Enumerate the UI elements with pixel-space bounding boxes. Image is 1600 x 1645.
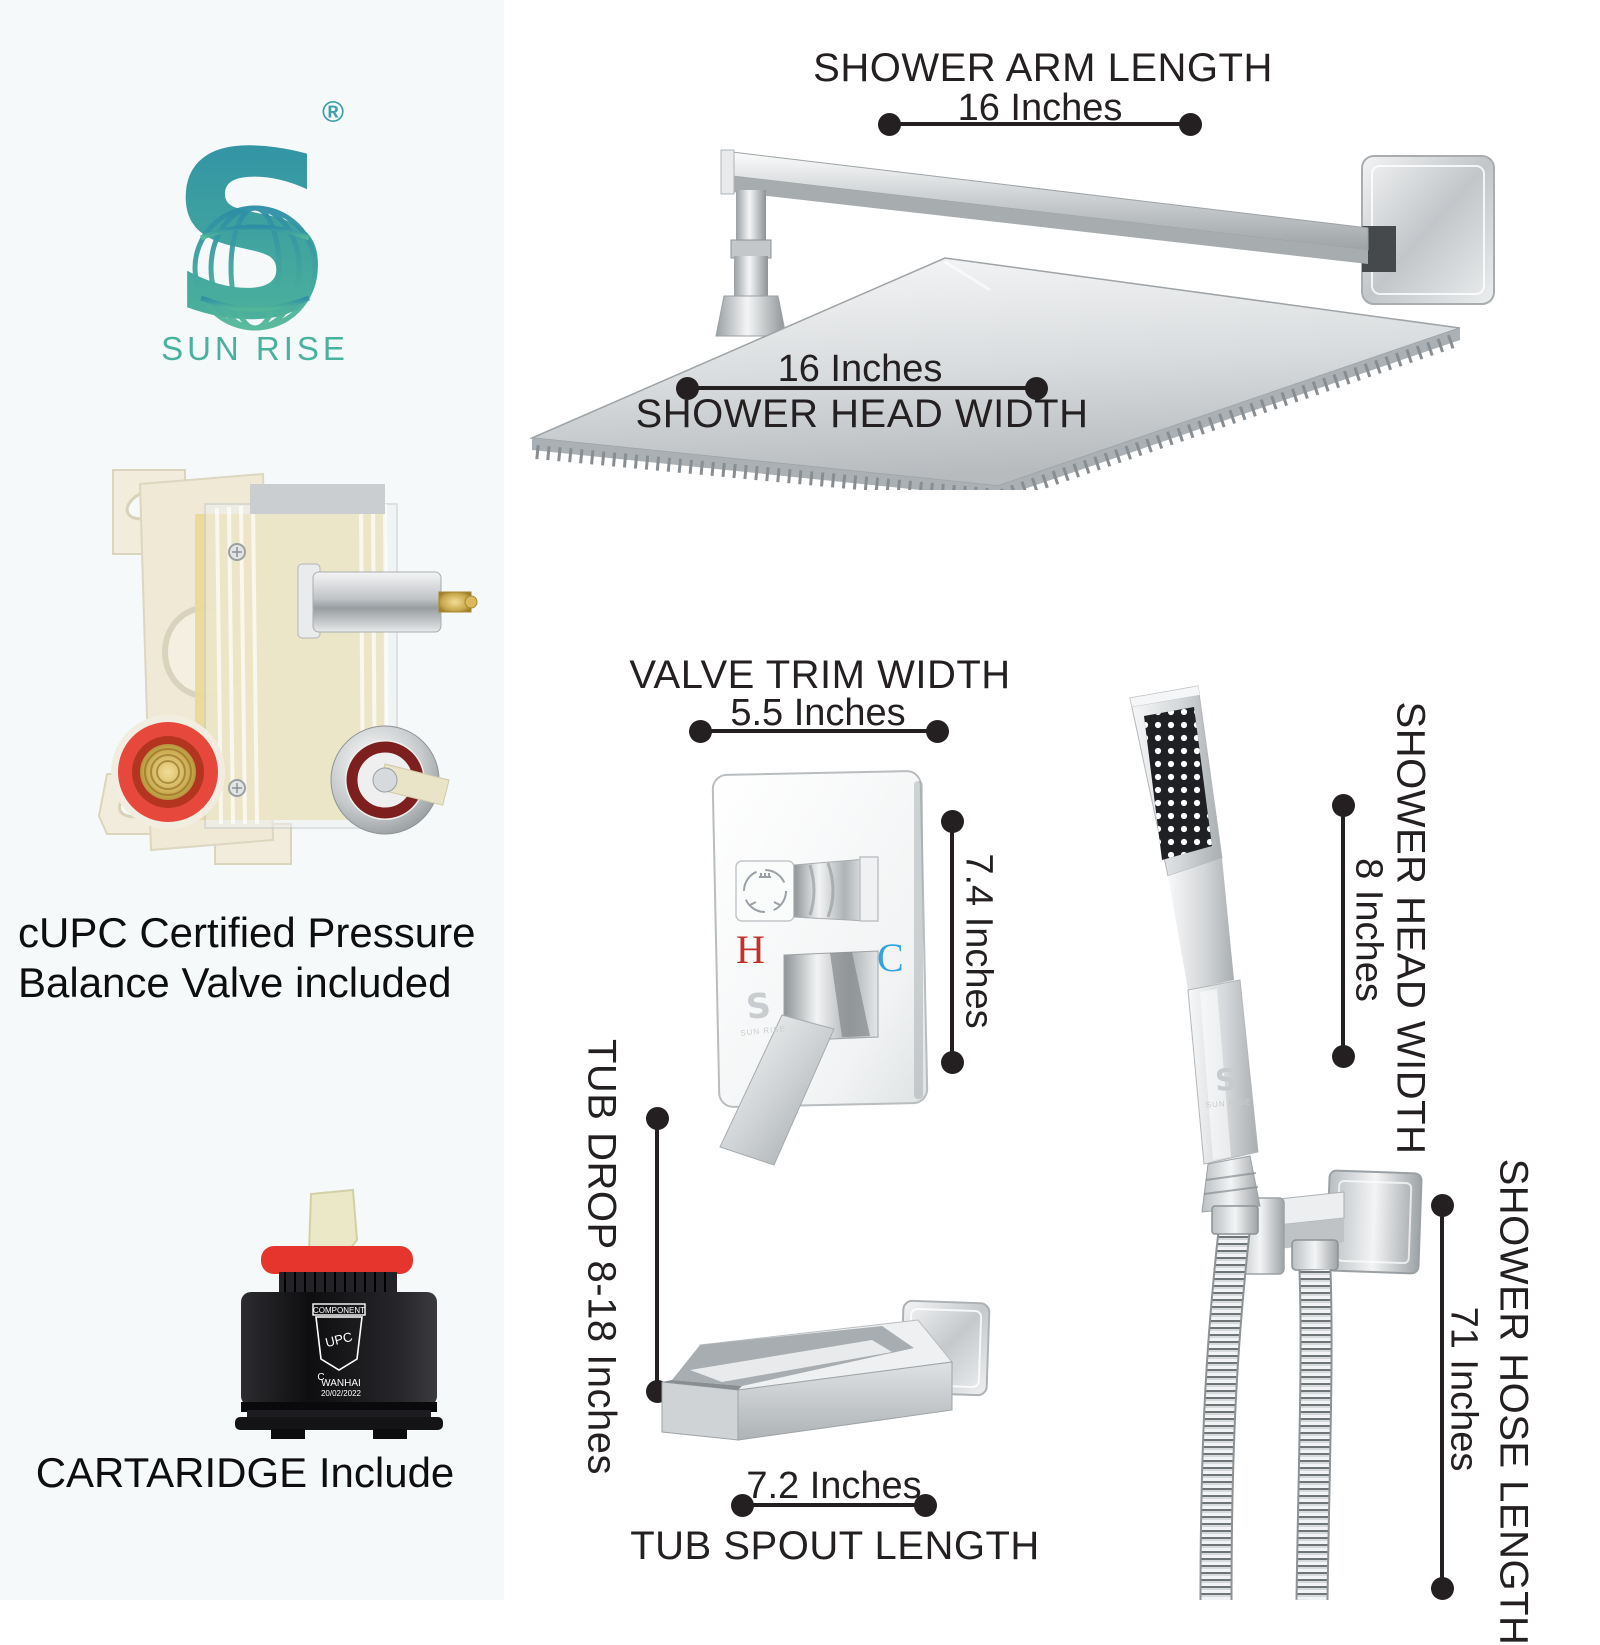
dim-valve-trim-width-title: VALVE TRIM WIDTH [629,653,1011,697]
dim-tub-drop-label: TUB DROP 8-18 Inches [579,1038,624,1476]
dim-hose-length-title: SHOWER HOSE LENGTH [1491,1158,1536,1645]
dim-line-valve-trim-height [940,810,964,1074]
svg-text:S: S [744,986,773,1028]
dim-line-valve-trim-width [689,719,949,743]
cartridge-caption: CARTARIDGE Include [35,1449,455,1496]
dim-hose-length-value: 71 Inches [1442,1306,1485,1472]
svg-text:C: C [317,1372,324,1383]
dim-line-hose-length [1430,1194,1454,1600]
dim-valve-trim-height-value: 7.4 Inches [957,853,1000,1029]
dim-tub-spout-length-title: TUB SPOUT LENGTH [630,1524,1040,1568]
dim-line-shower-head [676,376,1048,400]
wand-watermark: S SUN RISE [1205,1062,1251,1109]
svg-text:20/02/2022: 20/02/2022 [321,1389,362,1398]
brand-logo: S [152,98,352,371]
valve-caption-line1: cUPC Certified Pressure [18,909,476,956]
pressure-valve-image [55,452,485,872]
cupc-shield-icon: COMPONENT UPC C WANHAI 20/02/2022 [312,1303,366,1398]
dim-line-tub-spout [731,1493,937,1517]
svg-text:UPC: UPC [324,1329,354,1350]
dim-line-shower-arm [878,112,1202,136]
svg-text:S: S [1214,1062,1238,1098]
dim-shower-head-width-value: 16 Inches [777,348,943,390]
brand-monogram: S [169,104,335,338]
brand-name: SUN RISE [161,330,349,367]
valve-caption: cUPC Certified Pressure Balance Valve in… [18,908,475,1008]
dim-hand-shower-width-value: 8 Inches [1347,858,1390,1002]
svg-text:COMPONENT: COMPONENT [313,1306,365,1315]
registered-mark: ® [322,96,345,129]
hand-shower-image: S SUN RISE [1100,680,1430,1601]
cold-indicator: C [877,935,904,980]
tub-spout-image [650,1290,1010,1470]
valve-trim-image: S SUN RISE [700,765,940,1175]
svg-text:SUN RISE: SUN RISE [1205,1097,1251,1109]
dim-line-hand-shower-width [1331,794,1355,1068]
svg-text:WANHAI: WANHAI [321,1378,361,1389]
dim-hand-shower-width-title: SHOWER HEAD WIDTH [1388,701,1433,1155]
dim-tub-spout-length-value: 7.2 Inches [746,1465,922,1507]
globe-icon [192,205,318,331]
dim-shower-head-width-title: SHOWER HEAD WIDTH [635,392,1089,436]
dim-valve-trim-width-value: 5.5 Inches [730,692,906,734]
dim-shower-arm-length-title: SHOWER ARM LENGTH [813,46,1273,90]
hot-indicator: H [736,927,765,972]
rain-shower-image [520,140,1500,503]
valve-caption-line2: Balance Valve included [18,959,452,1006]
cartridge-image: COMPONENT UPC C WANHAI 20/02/2022 [185,1188,495,1446]
